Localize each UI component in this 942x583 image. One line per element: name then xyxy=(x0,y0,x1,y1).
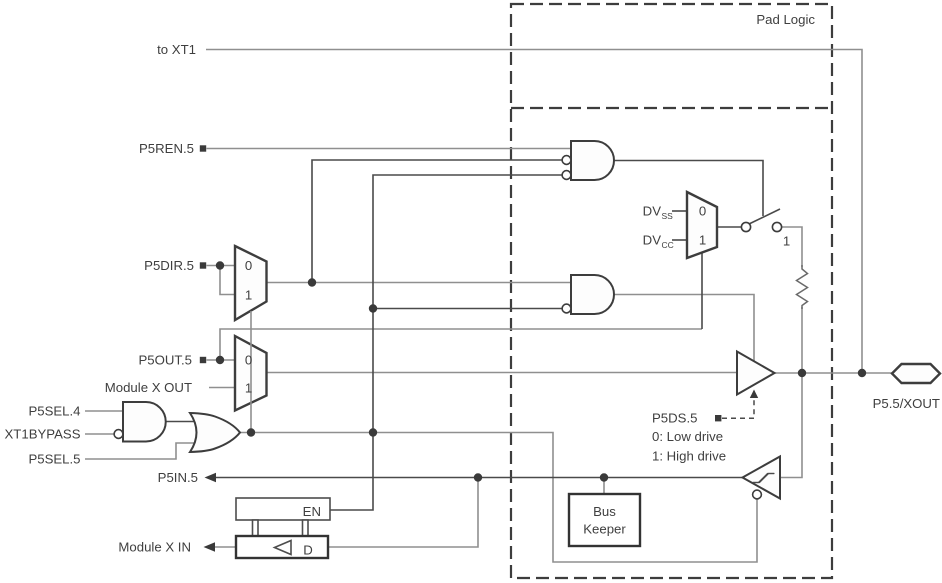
junction-dot xyxy=(857,368,867,378)
wire-p5dir-branch xyxy=(219,265,235,296)
wire-sel-to-input-disable xyxy=(240,431,758,563)
dvcc-label: DV xyxy=(643,233,662,248)
dir-mux-input1-label: 1 xyxy=(245,288,252,303)
p5ds-arrow-icon xyxy=(749,389,759,398)
dir-mux-input0-label: 0 xyxy=(245,258,252,273)
pad-name-label: P5.5/XOUT xyxy=(873,396,940,411)
wire-p5sel5 xyxy=(85,442,197,460)
switch-terminal-right xyxy=(771,221,783,233)
junction-dot xyxy=(215,261,225,270)
wire-resistor-to-schmitt xyxy=(780,307,803,479)
pad-logic-dashed-box xyxy=(509,2,834,580)
dir-mux xyxy=(233,244,268,323)
pull-resistor xyxy=(795,265,809,309)
schmitt-hysteresis-icon xyxy=(752,472,774,484)
latch-en-box xyxy=(235,497,331,521)
p5ds-note-high: 1: High drive xyxy=(652,449,726,464)
junction-dot xyxy=(368,428,378,437)
latch-leg-right xyxy=(301,519,309,537)
junction-dot xyxy=(246,428,256,437)
out-mux-input0-label: 0 xyxy=(245,353,252,368)
p5ren-label: P5REN.5 xyxy=(139,141,194,156)
wire-output-buffer-enable xyxy=(613,293,755,361)
ren-and-gate xyxy=(570,140,615,181)
sel-or-gate xyxy=(188,411,242,454)
junction-dot xyxy=(599,473,609,482)
junction-dot xyxy=(473,473,483,482)
wire-p5out-pull-select xyxy=(219,328,702,360)
pad-hexagon xyxy=(890,362,942,385)
p5sel4-label: P5SEL.4 xyxy=(28,404,80,419)
junction-dot xyxy=(797,368,807,378)
p5sel5-label: P5SEL.5 xyxy=(28,452,80,467)
switch-position-label: 1 xyxy=(783,234,790,249)
switch-terminal-left xyxy=(740,221,752,233)
latch-clock-triangle-icon xyxy=(272,539,292,556)
wire-p5ds-dashed xyxy=(722,399,755,419)
sel-and-gate xyxy=(122,401,167,443)
p5ds-tap-square xyxy=(715,415,722,422)
p5out-label: P5OUT.5 xyxy=(138,353,192,368)
p5in-arrow-icon xyxy=(204,472,216,483)
module-x-in-label: Module X IN xyxy=(118,540,191,555)
p5ds-note-low: 0: Low drive xyxy=(652,429,723,444)
inverter-bubble xyxy=(561,303,572,314)
module-x-out-label: Module X OUT xyxy=(105,380,192,395)
wire-switch-to-resistor xyxy=(781,226,803,267)
wire-ren-and-to-switch xyxy=(613,159,764,216)
output-buffer xyxy=(736,349,777,397)
inverter-bubble xyxy=(561,169,572,181)
inverter-bubble xyxy=(561,154,572,166)
pull-mux-input0-label: 0 xyxy=(699,204,706,219)
drive-and-gate xyxy=(570,274,615,315)
pull-rail-mux xyxy=(685,190,719,260)
inverter-bubble xyxy=(751,489,763,500)
bus-keeper-box xyxy=(567,492,642,548)
out-mux-input1-label: 1 xyxy=(245,381,252,396)
input-schmitt-buffer xyxy=(740,454,781,501)
latch-leg-left xyxy=(251,519,259,537)
wire-dir-to-ren-and xyxy=(311,159,562,283)
inverter-bubble xyxy=(113,428,124,440)
p5dir-label: P5DIR.5 xyxy=(144,258,194,273)
wire-sel-vertical xyxy=(330,174,562,511)
module-x-in-arrow-icon xyxy=(203,542,215,552)
junction-dot xyxy=(368,304,378,313)
pad-logic-title: Pad Logic xyxy=(756,12,815,27)
pull-mux-input1-label: 1 xyxy=(699,233,706,248)
p5ds-label: P5DS.5 xyxy=(652,411,697,426)
xt1bypass-label: XT1BYPASS xyxy=(5,427,81,442)
latch-d-label: D xyxy=(303,543,313,558)
dvcc-subscript: CC xyxy=(662,240,674,250)
dvss-subscript: SS xyxy=(662,211,674,221)
to-xt1-label: to XT1 xyxy=(157,42,196,57)
latch-en-label: EN xyxy=(303,504,321,519)
p5dir-tap-square xyxy=(199,262,207,269)
dvss-label: DV xyxy=(643,204,662,219)
junction-dot xyxy=(307,278,317,287)
junction-dot xyxy=(215,355,225,365)
bus-keeper-label-line2: Keeper xyxy=(583,522,626,537)
wire-to-xt1 xyxy=(206,48,863,373)
switch-lever xyxy=(748,208,781,225)
p5out-tap-square xyxy=(199,356,207,364)
p5in-label: P5IN.5 xyxy=(158,470,198,485)
bus-keeper-label-line1: Bus xyxy=(593,504,616,519)
p5ren-tap-square xyxy=(199,145,207,152)
wire-latch-d-input xyxy=(328,477,479,548)
